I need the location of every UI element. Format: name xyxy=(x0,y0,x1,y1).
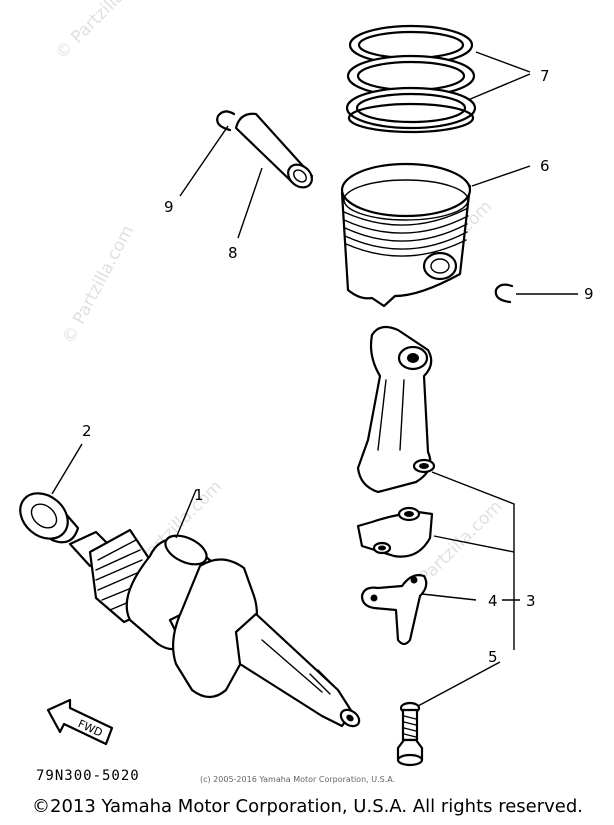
callout-7: 7 xyxy=(540,67,550,85)
piston-pin xyxy=(234,112,314,189)
callout-6: 6 xyxy=(540,157,550,175)
crank-bearing xyxy=(19,492,80,544)
callout-8: 8 xyxy=(228,244,238,262)
callout-2: 2 xyxy=(82,422,92,440)
circlip-right xyxy=(494,283,514,304)
diagram-code: 79N300-5020 xyxy=(36,768,140,784)
circlip-left xyxy=(216,110,236,132)
rod-cap xyxy=(356,506,434,558)
piston-rings xyxy=(345,24,477,134)
lock-plate xyxy=(360,574,428,646)
footer-copyright: ©2013 Yamaha Motor Corporation, U.S.A. A… xyxy=(32,796,584,817)
callout-9-right: 9 xyxy=(584,285,594,303)
small-copyright: (c) 2005-2016 Yamaha Motor Corporation, … xyxy=(200,775,396,784)
watermark-top: © Partzilla.com xyxy=(51,0,158,64)
callout-3: 3 xyxy=(526,592,536,610)
callout-5: 5 xyxy=(488,648,498,666)
leader-lines xyxy=(51,51,578,707)
crankshaft xyxy=(68,528,361,728)
piston xyxy=(340,162,472,308)
callout-4: 4 xyxy=(488,592,498,610)
callout-9-left: 9 xyxy=(164,198,174,216)
connecting-rod xyxy=(356,325,436,494)
watermark-left: © Partzilla.com xyxy=(59,222,138,347)
forward-arrow: FWD xyxy=(46,698,114,746)
callout-1: 1 xyxy=(194,486,204,504)
rod-bolt xyxy=(396,701,424,767)
